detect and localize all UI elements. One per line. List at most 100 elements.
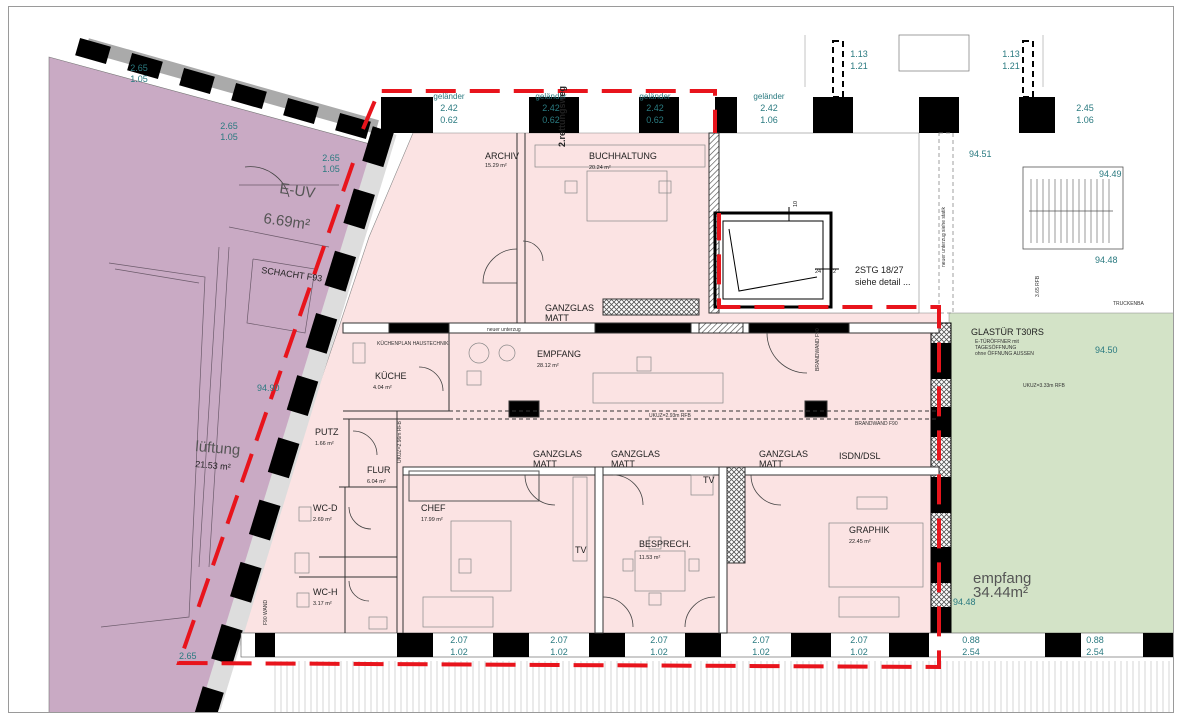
matt-label: MATT <box>533 459 557 469</box>
floor-plan: geländer 2.42 0.62 geländer 2.42 0.62 geländer… <box>48 34 1173 712</box>
archiv-area: 15.29 m² <box>485 163 507 169</box>
ganzglas-label: GANZGLAS <box>545 303 594 313</box>
kueche-label: KÜCHE <box>375 371 407 381</box>
empfang-label: EMPFANG <box>537 349 581 359</box>
empfang-right-area: 34.44m² <box>973 584 1028 601</box>
window-dim-bottom: 1.02 <box>650 647 668 657</box>
wc-h-label: WC-H <box>313 587 338 597</box>
level-marker: 94.50 <box>1095 345 1118 355</box>
floor-plan-frame: geländer 2.42 0.62 geländer 2.42 0.62 geländer… <box>8 6 1174 713</box>
railing-label: geländer <box>535 92 566 101</box>
buchhaltung-label: BUCHHALTUNG <box>589 151 657 161</box>
neuer-unterzug-label: neuer unterzug <box>487 327 521 333</box>
glastuer-note-3: ohne ÖFFNUNG AUSSEN <box>975 350 1034 357</box>
kuechenplan-label: KÜCHENPLAN HAUSTECHNIK <box>377 340 449 347</box>
chef-label: CHEF <box>421 503 446 513</box>
besprech-area: 11.53 m² <box>639 555 660 561</box>
railing-label: geländer <box>639 92 670 101</box>
window-dim-top: 2.65 <box>220 121 238 131</box>
wall-segment <box>305 312 338 354</box>
window-dim-top: 1.13 <box>1002 49 1020 59</box>
wc-d-area: 2.69 m² <box>313 517 332 523</box>
window-dim-bottom: 1.06 <box>760 115 778 125</box>
wall-segment <box>286 375 319 417</box>
wall-segment <box>324 250 357 292</box>
wall-segment <box>791 633 831 657</box>
window-dim-top: 0.88 <box>962 635 980 645</box>
window-dim-top: 2.65 <box>130 63 148 73</box>
flur-label: FLUR <box>367 465 391 475</box>
lueftung-label: lüftung <box>195 438 241 459</box>
window-dim-top: 2.07 <box>752 635 770 645</box>
f90-wand-label: F90 WAND <box>263 600 269 625</box>
isdn-label: ISDN/DSL <box>839 451 881 461</box>
window-dim-bottom: 1.06 <box>1076 115 1094 125</box>
railing-label: geländer <box>433 92 464 101</box>
wall-segment <box>343 188 375 230</box>
kueche-area: 4.04 m² <box>373 385 392 391</box>
wall-segment <box>248 499 281 541</box>
wall-segment <box>685 633 721 657</box>
level-marker: 94.90 <box>257 383 280 393</box>
wall-segment <box>230 561 262 603</box>
brandwand-label-2: BRANDWAND F90 <box>855 421 898 427</box>
window-dim-top: 2.42 <box>542 103 560 113</box>
e-uv-area: 6.69m² <box>262 210 311 233</box>
window-dim-bottom: 0.62 <box>646 115 664 125</box>
level-marker: 94.49 <box>1099 169 1122 179</box>
glastuer-note-2: TAGESÖFFNUNG <box>975 344 1016 351</box>
e-uv-label: E-UV <box>278 180 316 202</box>
furniture <box>294 144 924 630</box>
window-dim-bottom: 1.05 <box>130 74 148 84</box>
tv-label: TV <box>703 475 715 485</box>
wall-segment <box>211 624 243 665</box>
window-dim-bottom: 1.02 <box>752 647 770 657</box>
archiv-label: ARCHIV <box>485 151 519 161</box>
window-dim-top: 0.88 <box>1086 635 1104 645</box>
window-dim-bottom: 0.62 <box>542 115 560 125</box>
wc-d-label: WC-D <box>313 503 338 513</box>
window-dim-bottom: 1.21 <box>850 61 868 71</box>
purple-structure <box>100 184 339 628</box>
wall-segment <box>127 52 163 80</box>
tv-label: TV <box>575 545 587 555</box>
level-marker: 94.48 <box>1095 255 1118 265</box>
wall-segment <box>889 633 929 657</box>
flur-area: 6.04 m² <box>367 479 386 485</box>
ganzglas-label: GANZGLAS <box>759 449 808 459</box>
escape-route <box>176 89 941 670</box>
stairs <box>1022 166 1124 250</box>
matt-label: MATT <box>759 459 783 469</box>
top-right-box <box>898 34 970 72</box>
wall-segment <box>1143 633 1173 657</box>
brandwand-label: BRANDWAND F90 <box>815 328 821 371</box>
dim-label: 24 <box>815 269 821 275</box>
ukuz-right-label: UKUZ=3.33m RFB <box>1023 383 1065 389</box>
window-dim-top: 2.07 <box>550 635 568 645</box>
ganzglas-label: GANZGLAS <box>611 449 660 459</box>
window-dim-top: 2.42 <box>646 103 664 113</box>
window-dim-top: 2.65 <box>322 153 340 163</box>
ukuz-label: UKUZ=2.93m RFB <box>649 413 691 419</box>
wall-segment <box>255 633 275 657</box>
window-dim-bottom: 1.02 <box>450 647 468 657</box>
window-dim-top: 2.42 <box>440 103 458 113</box>
siehe-detail-label: siehe detail ... <box>855 277 911 287</box>
railing-label: geländer <box>753 92 784 101</box>
dim-label: 10 <box>793 201 799 207</box>
graphik-area: 22.45 m² <box>849 539 871 545</box>
ukuz-flur-label: UKUZ=2.96m RFB <box>397 421 403 463</box>
empfang-right-label: empfang <box>973 570 1031 587</box>
window-dim-top: 2.07 <box>850 635 868 645</box>
wall-segment <box>362 126 394 168</box>
matt-label: MATT <box>611 459 635 469</box>
wall-segment <box>231 82 267 110</box>
window-dim-bottom: 2.54 <box>1086 647 1104 657</box>
wall-segment <box>397 633 433 657</box>
wall-segment <box>335 112 371 140</box>
wall-segment <box>192 686 224 712</box>
besprech-label: BESPRECH. <box>639 539 691 549</box>
putz-area: 1.66 m² <box>315 441 334 447</box>
window-dim-bottom: 1.02 <box>850 647 868 657</box>
putz-label: PUTZ <box>315 427 339 437</box>
